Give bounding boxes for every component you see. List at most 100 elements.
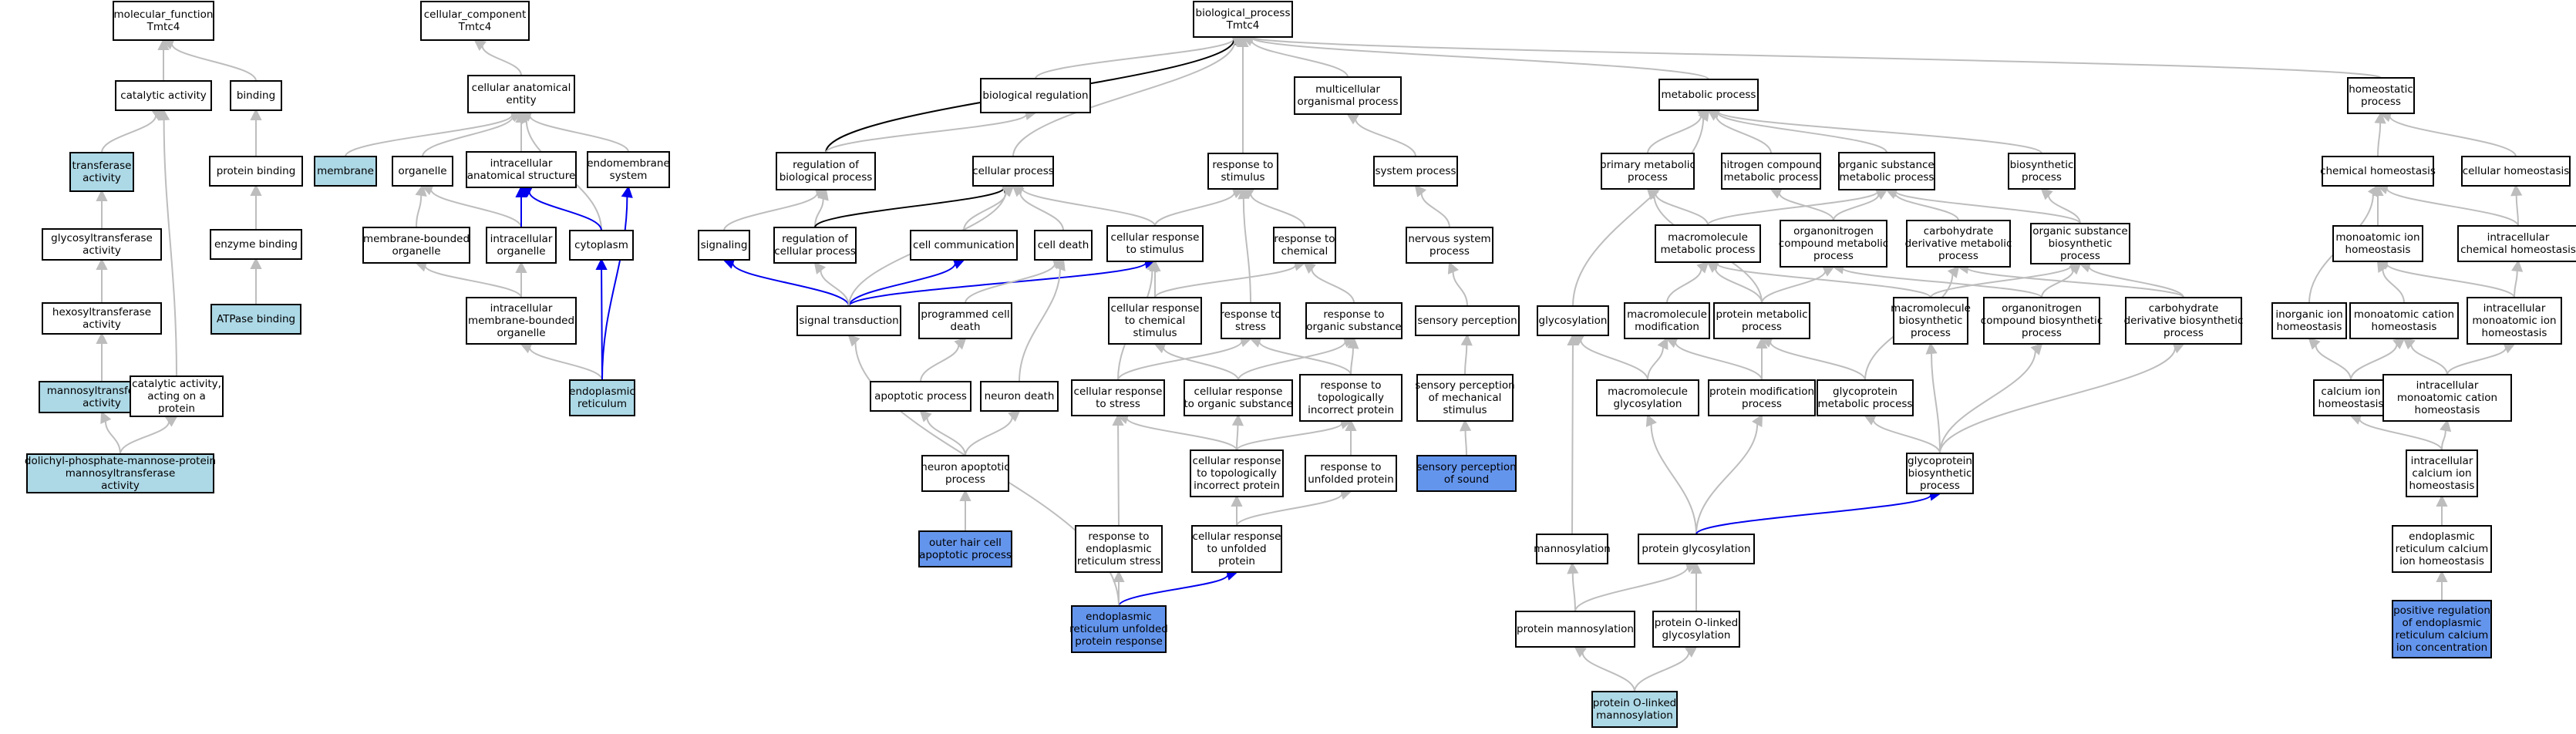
- edge-arrowhead: [1112, 413, 1124, 426]
- node-box: [209, 156, 303, 187]
- node-label: incorrect protein: [1194, 480, 1280, 492]
- node-label: positive regulation: [2393, 604, 2490, 617]
- node-box: [210, 229, 302, 260]
- edge-arrowhead: [2403, 337, 2416, 350]
- edge-line: [965, 263, 1056, 304]
- node-label: system process: [1376, 165, 1456, 177]
- edge-arrowhead: [1347, 336, 1359, 349]
- edge-line: [1021, 187, 1156, 227]
- edge-arrowhead: [519, 342, 533, 354]
- node-label: monoatomic ion: [2472, 315, 2556, 327]
- node-label: stimulus: [1133, 327, 1177, 339]
- node-label: programmed cell: [921, 308, 1009, 321]
- edge-line: [2446, 347, 2507, 375]
- edge-line: [601, 196, 628, 381]
- edge-arrowhead: [1685, 645, 1698, 658]
- edge-arrowhead: [954, 337, 967, 350]
- node-box: [362, 227, 470, 264]
- node-label: compound biosynthetic: [1981, 315, 2103, 327]
- edge-intmonoion-to-monoion: [2376, 258, 2515, 298]
- edge-line: [1716, 262, 1931, 298]
- node-label: cellular process: [972, 165, 1054, 177]
- node-label: biosynthetic: [2010, 159, 2074, 171]
- edge-orgnitro-to-orgsub: [1833, 188, 1888, 221]
- edge-protmann-to-mannosylation: [1567, 561, 1579, 612]
- node-box: [1893, 297, 1968, 345]
- node-box: [569, 379, 635, 416]
- edge-rters-to-crtostress: [1112, 413, 1124, 527]
- node-box: [1536, 534, 1608, 564]
- edge-arrowhead: [1567, 561, 1579, 574]
- node-label: biosynthetic: [1908, 467, 1972, 480]
- edge-arrowhead: [1752, 414, 1763, 428]
- node-box: [1713, 302, 1810, 339]
- node-label: of mechanical: [1429, 392, 1502, 404]
- node-box: [587, 151, 670, 188]
- edge-line: [926, 417, 966, 456]
- edge-imbo-to-mbo: [414, 260, 522, 298]
- edge-line: [1655, 193, 1709, 226]
- node-label: macromolecule: [1608, 386, 1688, 398]
- edge-protmod-to-macromod: [1665, 337, 1763, 381]
- edge-crs-to-respstim: [1154, 187, 1245, 227]
- edge-arrowhead: [158, 108, 170, 121]
- node-label: process: [1742, 321, 1782, 333]
- node-label: neuron death: [985, 390, 1055, 402]
- edge-line: [1695, 494, 1932, 535]
- node-label: protein metabolic: [1716, 308, 1807, 321]
- node-label: death: [951, 321, 981, 333]
- edge-line: [1931, 352, 1941, 454]
- edge-arrowhead: [1146, 259, 1158, 273]
- edge-arrowhead: [157, 38, 170, 50]
- node-label: Tmtc4: [458, 21, 492, 33]
- node-label: compound metabolic: [1779, 237, 1888, 250]
- node-label: membrane-bounded: [468, 315, 574, 327]
- edge-line: [814, 187, 1005, 228]
- edge-crtip-to-crtostress: [1116, 412, 1237, 451]
- node-glycosylation: glycosylation: [1537, 305, 1609, 336]
- node-box: [1416, 374, 1514, 422]
- node-label: homeostasis: [2409, 480, 2475, 492]
- node-sysproc: system process: [1373, 156, 1458, 187]
- edge-arrowhead: [919, 409, 932, 423]
- edge-line: [1666, 268, 1702, 304]
- node-box: [1838, 152, 1935, 190]
- edge-arrowhead: [250, 257, 262, 269]
- edge-rtip-to-respstress: [1248, 336, 1352, 375]
- edge-line: [1251, 37, 1709, 80]
- node-label: stimulus: [1221, 171, 1264, 184]
- edge-arrowhead: [1696, 261, 1709, 274]
- node-box: [420, 1, 530, 41]
- node-label: inorganic ion: [2275, 308, 2342, 321]
- node-box: [972, 156, 1054, 187]
- node-box: [2347, 77, 2415, 114]
- node-label: biological_process: [1196, 7, 1291, 19]
- edge-nitro-to-metab: [1707, 109, 1772, 154]
- node-metab: metabolic process: [1658, 79, 1759, 111]
- edge-arrowhead: [250, 108, 262, 120]
- node-box: [2008, 153, 2076, 190]
- node-cellproc: cellular process: [972, 156, 1054, 187]
- edge-arrowhead: [1054, 258, 1066, 271]
- node-box: [1406, 227, 1493, 264]
- edge-carbbio-to-carbmet: [1956, 262, 2184, 298]
- node-label: carbohydrate: [2149, 302, 2219, 315]
- edge-orgnbio-to-osbp: [2041, 262, 2082, 298]
- node-label: glycosylation: [1662, 629, 1731, 641]
- node-label: multicellular: [1315, 83, 1380, 96]
- node-box: [796, 305, 901, 336]
- edge-nsp-to-sysproc: [1414, 184, 1450, 228]
